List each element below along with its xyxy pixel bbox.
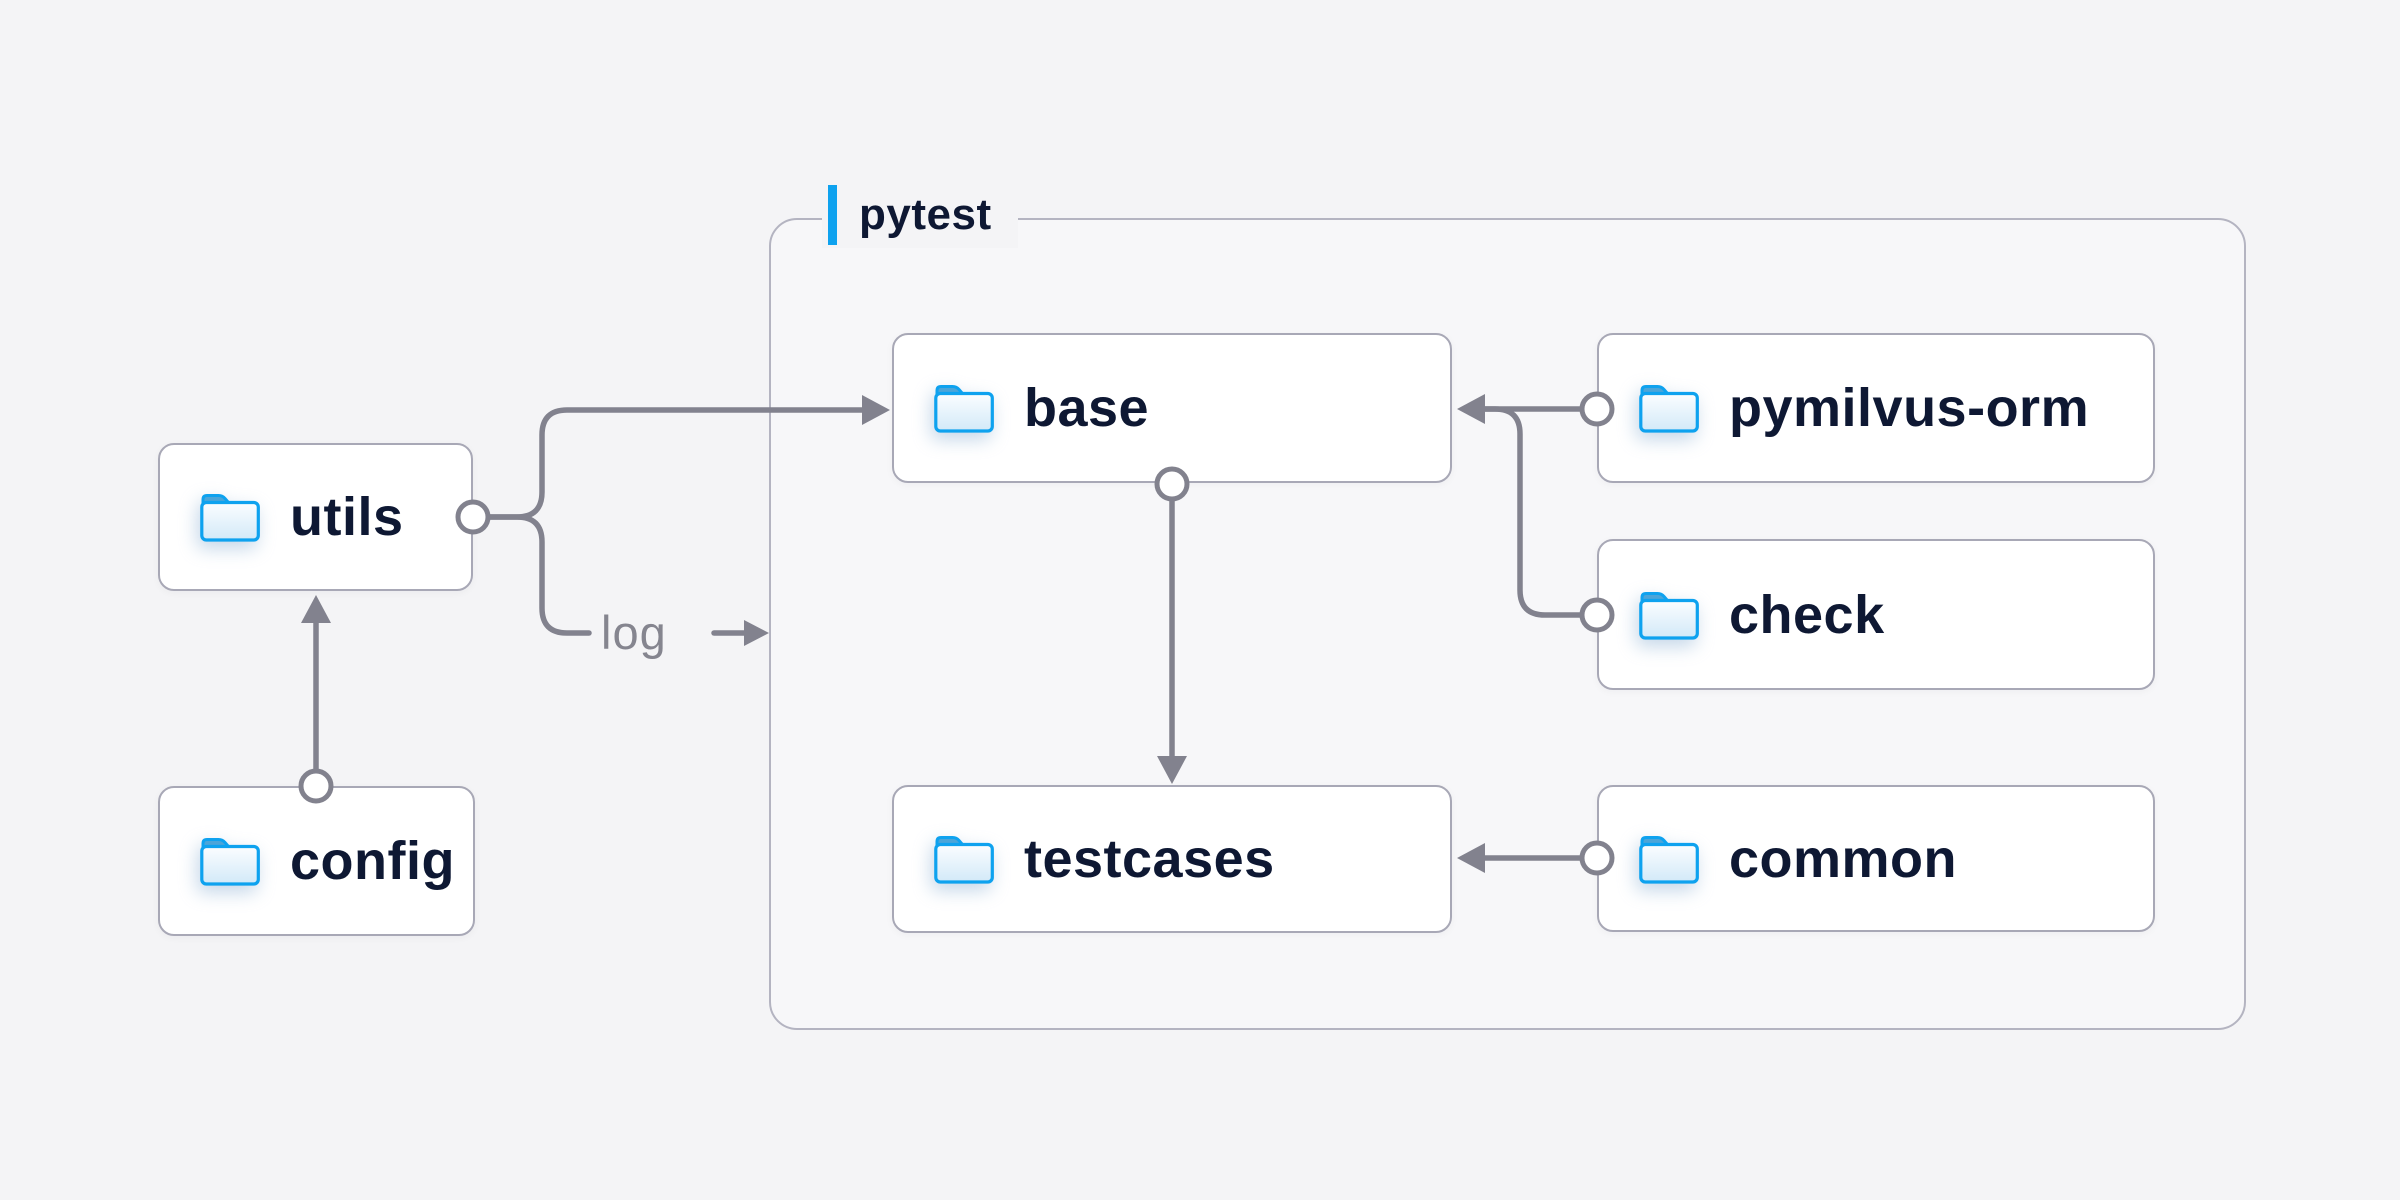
pytest-group-label: pytest [822,182,1018,248]
pytest-group-title: pytest [859,190,992,239]
folder-icon [1639,384,1699,433]
node-label: check [1729,584,1885,645]
folder-icon [934,835,994,884]
node-utils: utils [158,443,473,591]
node-label: utils [290,487,404,547]
folder-icon [1639,591,1699,640]
node-label: base [1024,378,1150,438]
arrowhead-into-utils-bottom [301,595,331,623]
node-config: config [158,786,475,936]
node-label: config [290,831,455,891]
node-base: base [892,333,1452,483]
folder-icon [1639,835,1699,884]
arrowhead-log-into-pytest [744,620,769,646]
node-testcases: testcases [892,785,1452,933]
node-label: pymilvus-orm [1729,378,2090,438]
folder-icon [200,837,260,886]
node-common: common [1597,785,2155,932]
node-label: common [1729,828,1958,889]
node-label: testcases [1024,829,1275,889]
node-check: check [1597,539,2155,690]
edge-config-utils [301,595,331,773]
folder-icon [200,493,260,542]
node-pymilvus-orm: pymilvus-orm [1597,333,2155,483]
edge-label-log: log [601,606,667,659]
folder-icon [934,384,994,433]
pytest-label-accent-bar [828,185,837,245]
